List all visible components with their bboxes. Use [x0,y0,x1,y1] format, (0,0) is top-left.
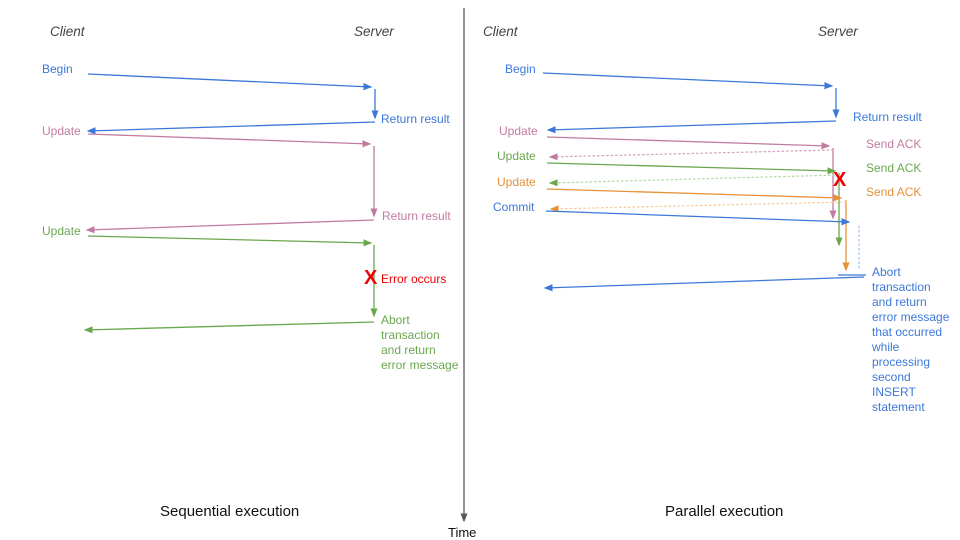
abort-transaction-label: Abort transaction and return error messa… [381,313,459,372]
return-result-arrow [85,219,375,234]
update-label: Update [497,175,536,189]
send-ack-label: Send ACK [866,161,922,175]
abort-transaction-label: Abort transaction and return error messa… [872,265,950,414]
return-result-label: Return result [381,112,450,126]
begin-label: Begin [42,62,73,76]
return-result-arrow [546,120,837,134]
update-label: Update [497,149,536,163]
begin-request-arrow [87,73,373,91]
return-result-label: Return result [853,110,922,124]
error-x-mark: X [364,267,378,289]
abort-return-arrow [83,321,375,334]
commit-request-arrow [545,210,851,226]
return-result-label: Return result [382,209,451,223]
update-request-arrow [546,136,831,150]
begin-request-arrow [542,72,834,90]
update-label: Update [42,124,81,138]
begin-label: Begin [505,62,536,76]
left-client-header: Client [50,24,85,39]
ack-return-arrow [548,149,834,161]
right-diagram-title: Parallel execution [665,503,784,520]
right-server-header: Server [818,24,858,39]
update-label: Update [499,124,538,138]
left-server-header: Server [354,24,394,39]
ack-return-arrow [548,174,840,187]
right-client-header: Client [483,24,518,39]
send-ack-label: Send ACK [866,185,922,199]
update-request-arrow [87,133,372,148]
update-request-arrow [546,188,843,202]
update-request-arrow [546,162,837,175]
error-x-mark: X [833,169,847,191]
update-request-arrow [87,235,373,247]
return-result-arrow [86,121,376,135]
error-occurs-label: Error occurs [381,272,447,286]
update-label: Update [42,224,81,238]
abort-return-arrow [543,276,865,292]
left-diagram-title: Sequential execution [160,503,300,520]
ack-return-arrow [549,201,847,213]
send-ack-label: Send ACK [866,137,922,151]
time-axis-label: Time [448,525,477,540]
commit-label: Commit [493,200,535,214]
